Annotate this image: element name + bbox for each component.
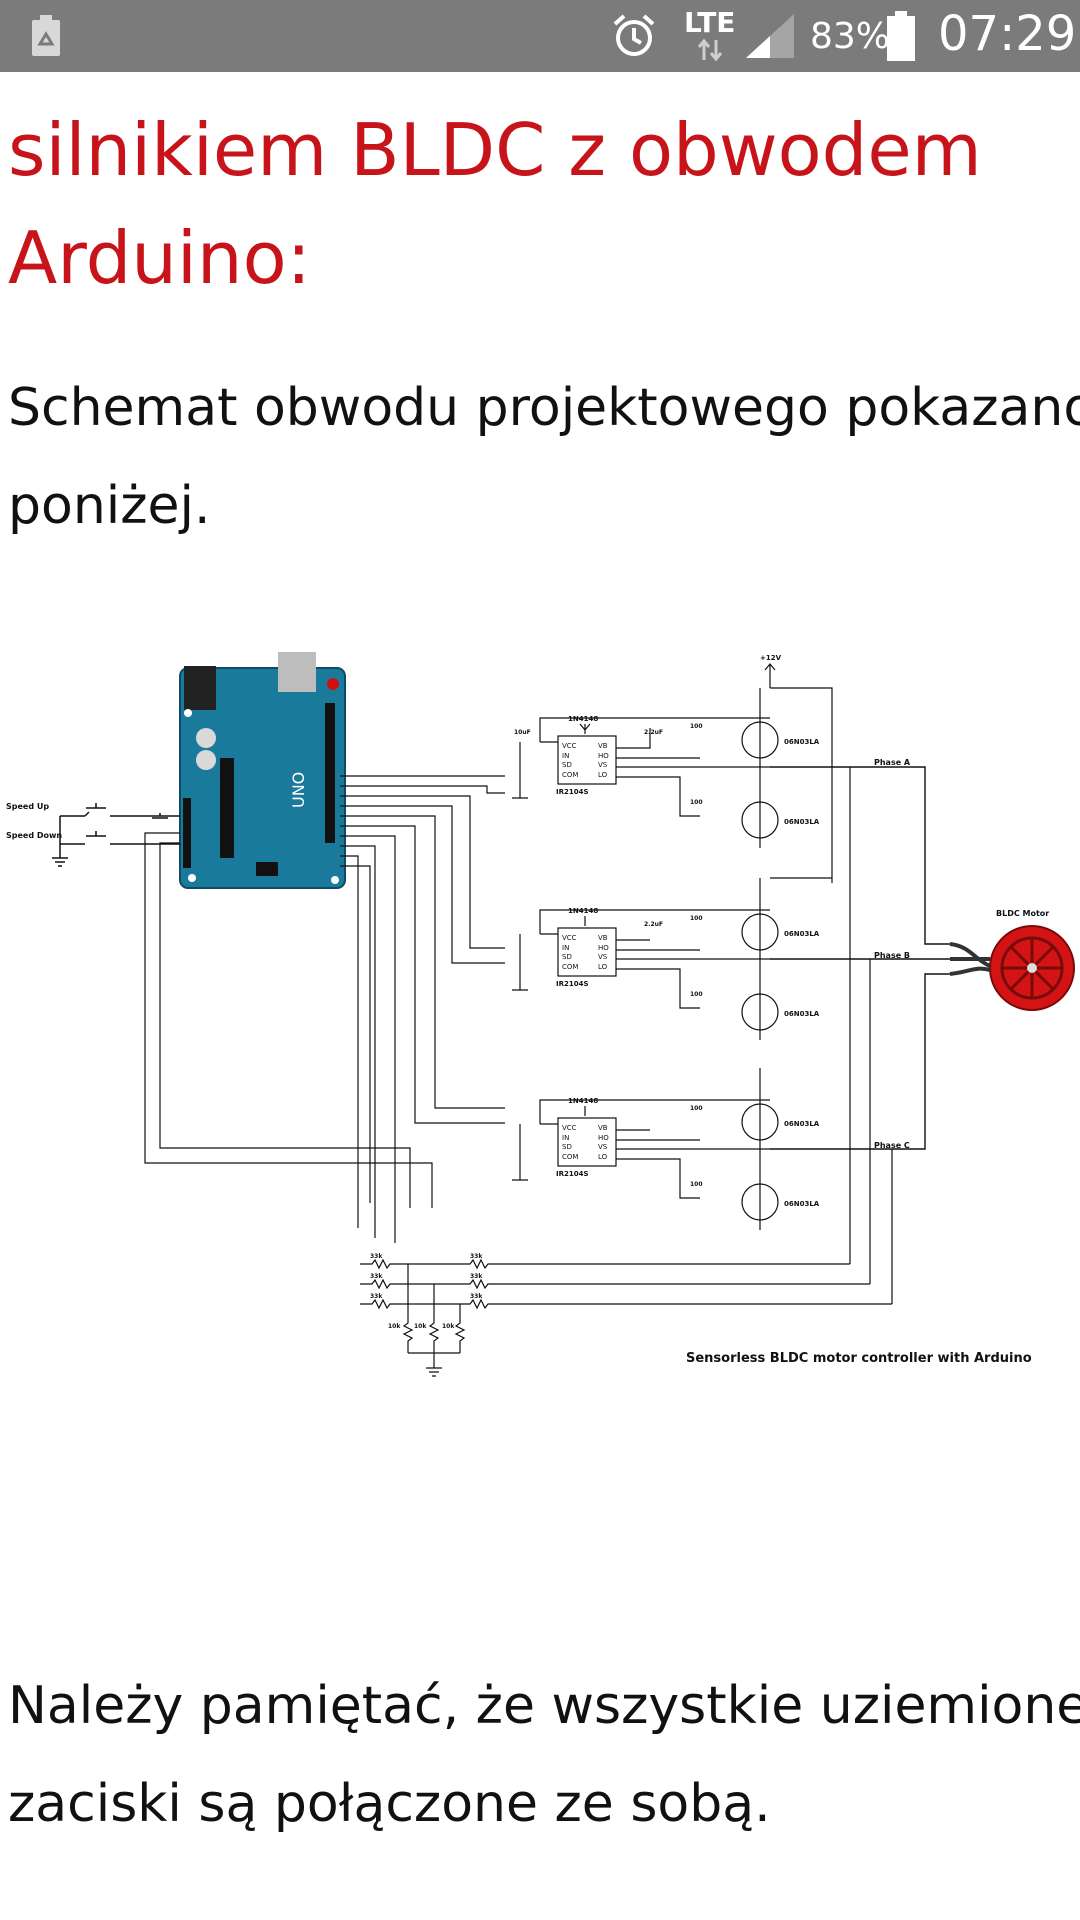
intro-text-line1: Schemat obwodu projektowego pokazano: [8, 378, 1080, 438]
svg-text:IN: IN: [562, 752, 569, 760]
article-heading-line1: silnikiem BLDC z obwodem: [8, 108, 982, 192]
svg-text:VB: VB: [598, 742, 608, 750]
mosfet-b2: 06N03LA: [784, 1010, 820, 1018]
mosfet-c1: 06N03LA: [784, 1120, 820, 1128]
svg-text:LO: LO: [598, 963, 608, 971]
svg-text:SD: SD: [562, 953, 572, 961]
driver-b-ic: IR2104S: [556, 980, 589, 988]
bldc-motor: [949, 925, 1075, 1011]
driver-stage-b: VCC IN SD COM VB HO VS LO IR2104S 1N4148…: [512, 878, 820, 1040]
svg-text:IN: IN: [562, 944, 569, 952]
phase-c-label: Phase C: [874, 1141, 910, 1150]
cap-boot-a: 2.2uF: [644, 729, 663, 736]
svg-text:LO: LO: [598, 771, 608, 779]
gate-res-c1: 100: [690, 1105, 703, 1112]
svg-text:SD: SD: [562, 761, 572, 769]
svg-text:COM: COM: [562, 771, 578, 779]
circuit-schematic-image: UNO Speed Up Speed Down: [0, 648, 1080, 1393]
diode-b-label: 1N4148: [568, 907, 598, 915]
res-33k-6: 33k: [470, 1293, 483, 1300]
svg-text:VCC: VCC: [562, 742, 577, 750]
svg-text:VCC: VCC: [562, 1124, 577, 1132]
battery-percent: 83%: [810, 16, 891, 57]
res-10k-2: 10k: [414, 1323, 427, 1330]
board-label: UNO: [289, 772, 308, 808]
data-arrows-icon: [696, 38, 724, 62]
svg-text:VS: VS: [598, 953, 608, 961]
gate-res-b1: 100: [690, 915, 703, 922]
supply-label: +12V: [760, 654, 782, 662]
svg-text:COM: COM: [562, 1153, 578, 1161]
svg-text:VB: VB: [598, 1124, 608, 1132]
mosfet-a2: 06N03LA: [784, 818, 820, 826]
battery-icon: [886, 10, 916, 62]
network-type: LTE: [684, 6, 736, 39]
speed-buttons: [52, 803, 180, 867]
svg-text:HO: HO: [598, 1134, 609, 1142]
control-wires: [144, 775, 505, 1243]
res-33k-1: 33k: [370, 1253, 383, 1260]
diode-c-label: 1N4148: [568, 1097, 598, 1105]
arduino-board: UNO: [179, 652, 346, 889]
mosfet-a1: 06N03LA: [784, 738, 820, 746]
gate-res-b2: 100: [690, 991, 703, 998]
driver-stage-a: VCC IN SD COM VB HO VS LO IR2104S 1N4148…: [512, 688, 820, 848]
svg-text:IN: IN: [562, 1134, 569, 1142]
mosfet-b1: 06N03LA: [784, 930, 820, 938]
diode-a-label: 1N4148: [568, 715, 598, 723]
svg-text:VCC: VCC: [562, 934, 577, 942]
svg-text:LO: LO: [598, 1153, 608, 1161]
mosfet-c2: 06N03LA: [784, 1200, 820, 1208]
svg-text:COM: COM: [562, 963, 578, 971]
phase-a-label: Phase A: [874, 758, 911, 767]
motor-label: BLDC Motor: [996, 909, 1049, 918]
res-33k-2: 33k: [370, 1273, 383, 1280]
svg-text:HO: HO: [598, 752, 609, 760]
clock-time: 07:29: [938, 6, 1077, 62]
article-heading-line2: Arduino:: [8, 216, 311, 300]
svg-text:HO: HO: [598, 944, 609, 952]
schematic-caption: Sensorless BLDC motor controller with Ar…: [686, 1351, 1032, 1366]
gate-res-a1: 100: [690, 723, 703, 730]
status-bar: LTE 83% 07:29: [0, 0, 1080, 72]
intro-text-line2: poniżej.: [8, 476, 211, 536]
res-33k-3: 33k: [370, 1293, 383, 1300]
svg-text:VB: VB: [598, 934, 608, 942]
svg-text:VS: VS: [598, 761, 608, 769]
speed-up-label: Speed Up: [6, 802, 49, 811]
voltage-dividers: 33k 33k 33k 33k 33k 33k 10k 10k 10k: [360, 1253, 892, 1377]
res-10k-1: 10k: [388, 1323, 401, 1330]
gate-res-c2: 100: [690, 1181, 703, 1188]
note-text-line1: Należy pamiętać, że wszystkie uziemione: [8, 1676, 1080, 1736]
driver-c-ic: IR2104S: [556, 1170, 589, 1178]
phase-b-label: Phase B: [874, 951, 910, 960]
driver-stage-c: VCC IN SD COM VB HO VS LO IR2104S 1N4148…: [512, 1068, 820, 1230]
alarm-icon: [610, 12, 658, 60]
cap-boot-b: 2.2uF: [644, 921, 663, 928]
res-33k-5: 33k: [470, 1273, 483, 1280]
note-text-line2: zaciski są połączone ze sobą.: [8, 1774, 771, 1834]
speed-down-label: Speed Down: [6, 831, 62, 840]
driver-a-ic: IR2104S: [556, 788, 589, 796]
svg-text:SD: SD: [562, 1143, 572, 1151]
res-33k-4: 33k: [470, 1253, 483, 1260]
recycle-battery-icon: [30, 14, 62, 58]
signal-icon: [744, 12, 796, 60]
res-10k-3: 10k: [442, 1323, 455, 1330]
gate-res-a2: 100: [690, 799, 703, 806]
svg-text:VS: VS: [598, 1143, 608, 1151]
cap-vcc-a: 10uF: [514, 729, 531, 736]
